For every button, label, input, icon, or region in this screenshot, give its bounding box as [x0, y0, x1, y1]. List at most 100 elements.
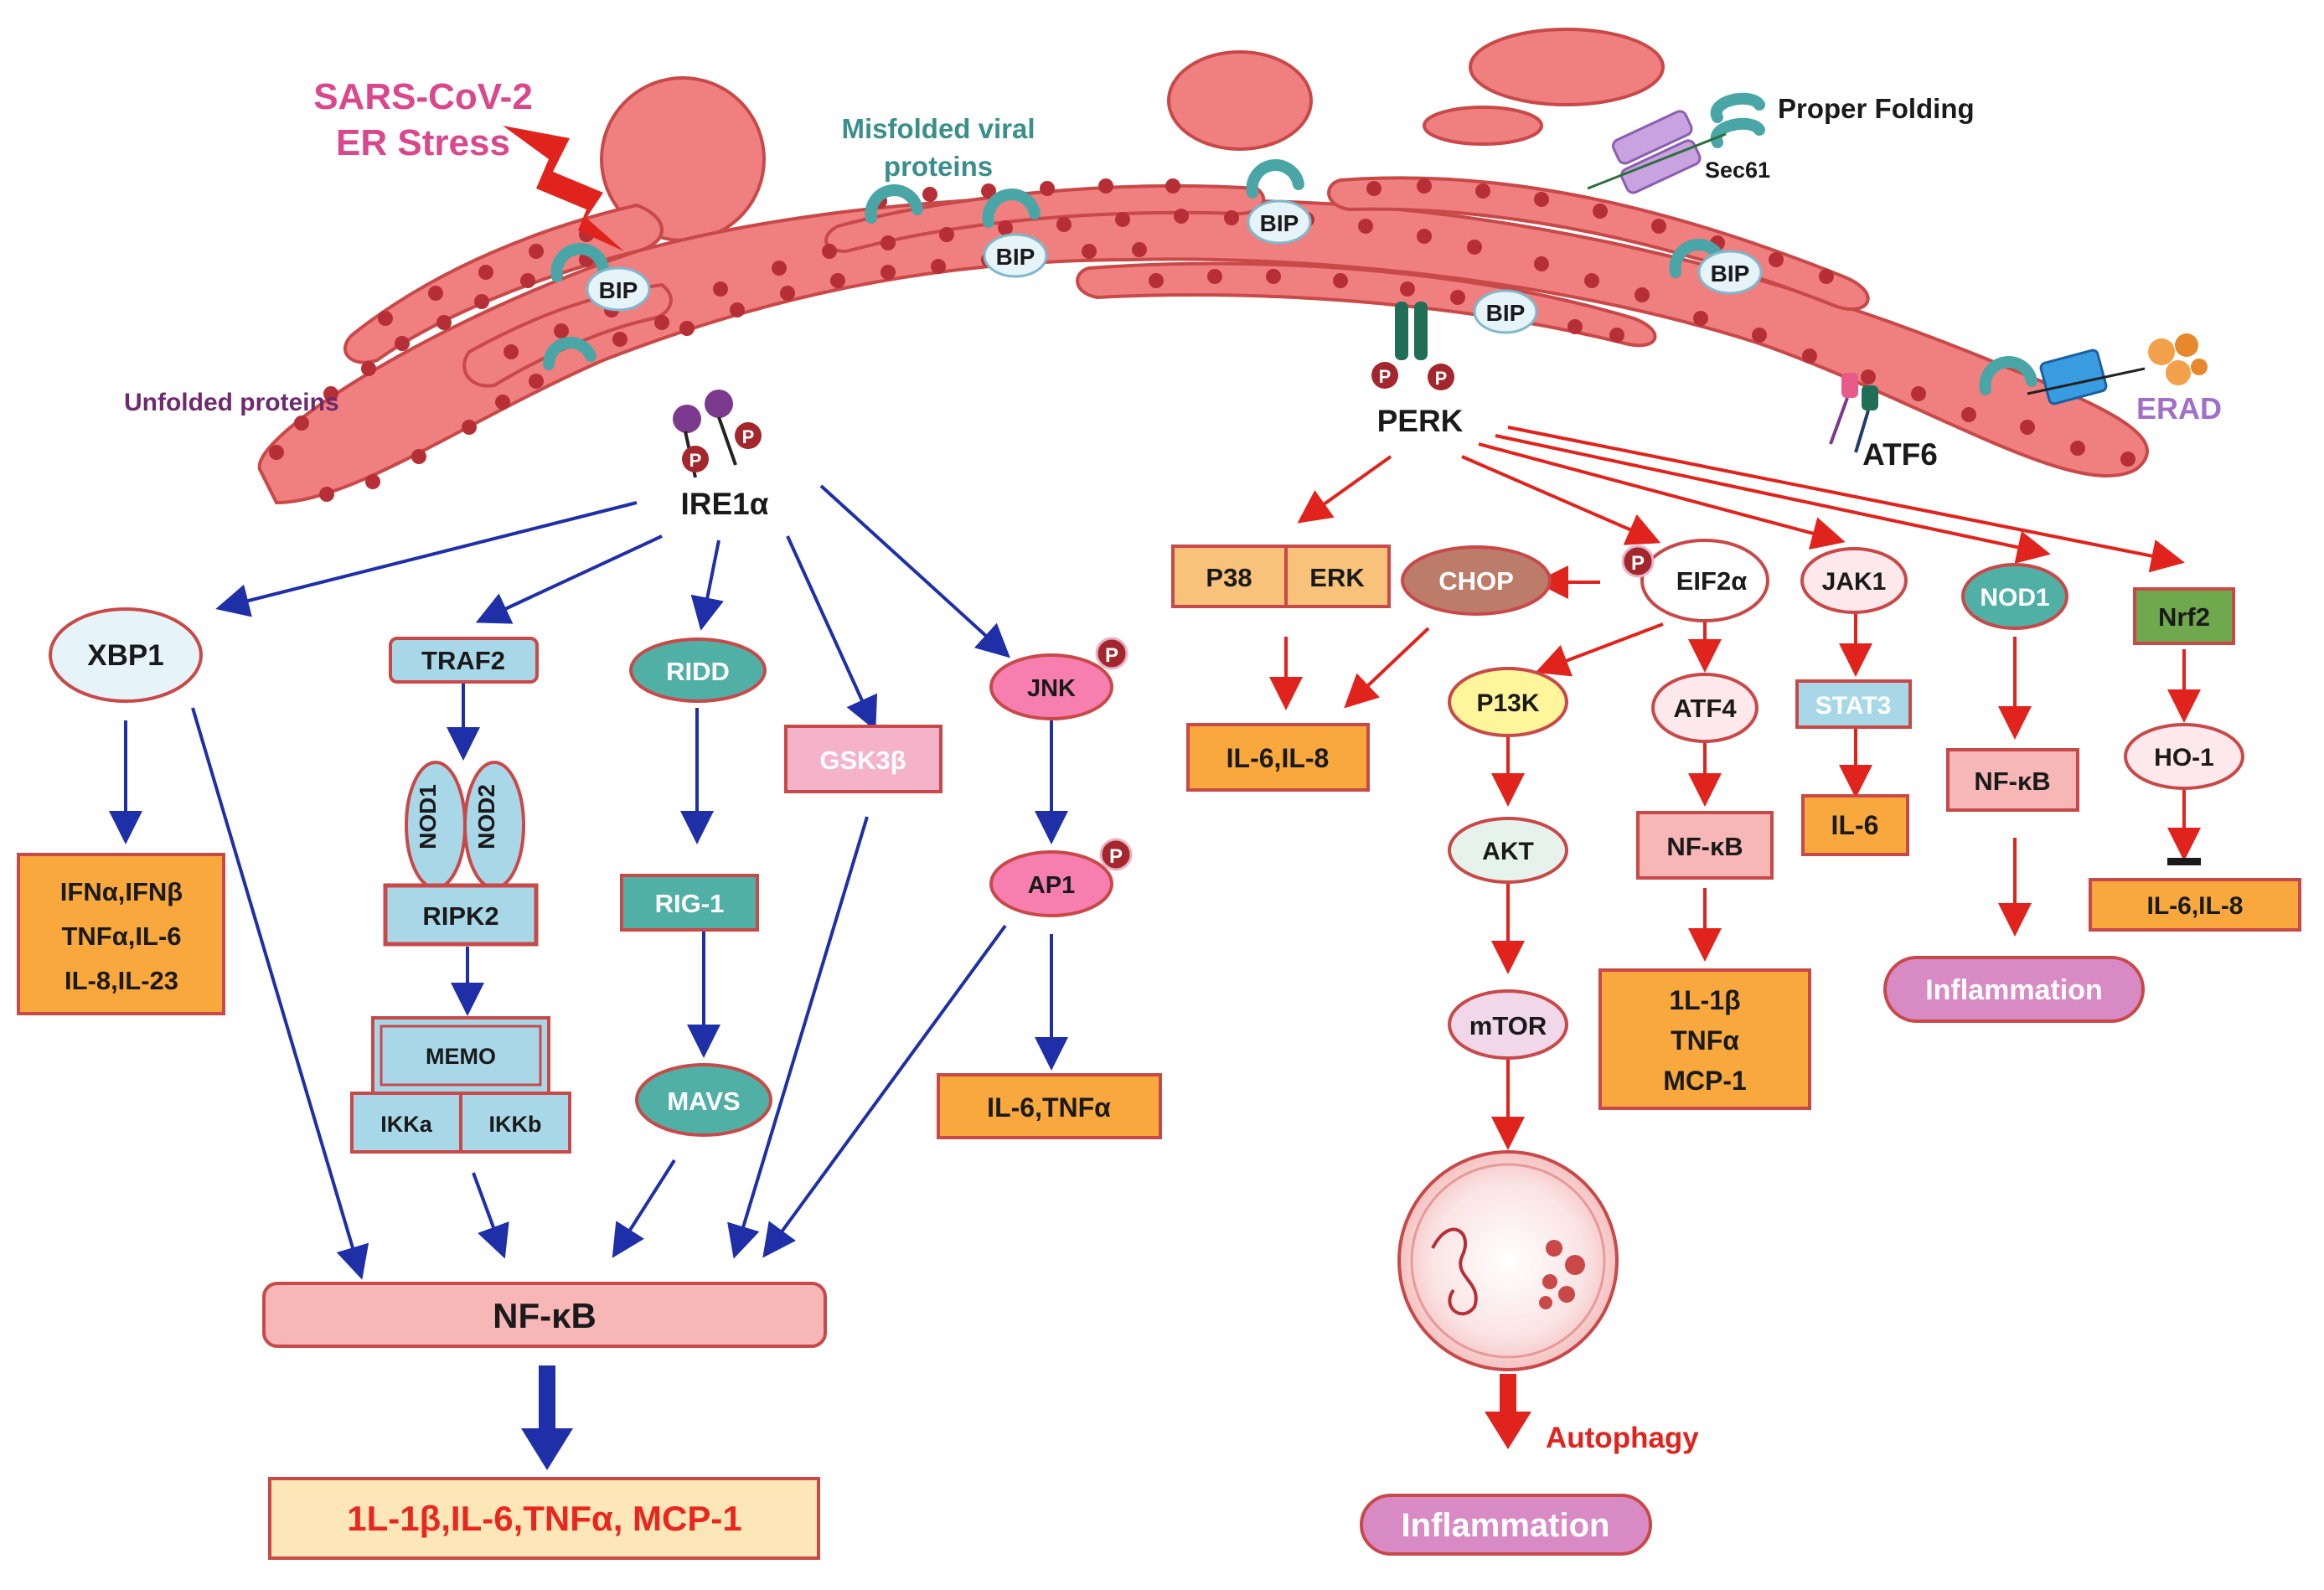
phospho-label: P [1105, 644, 1118, 667]
ribosome-dot [411, 449, 426, 464]
ribosome-dot [1450, 290, 1465, 305]
mavs-label: MAVS [667, 1087, 740, 1116]
xbp1-node: XBP1 [49, 607, 203, 703]
cytokine-line: TNFα [1671, 1025, 1739, 1056]
gsk3b-label: GSK3β [819, 746, 906, 775]
akt-node: AKT [1448, 817, 1568, 884]
ribosome-dot [780, 286, 795, 301]
ribosome-dot [1861, 369, 1876, 385]
traf2-node: TRAF2 [389, 637, 539, 684]
ribosome-dot [1333, 273, 1348, 288]
ribosome-dot [654, 315, 669, 330]
nod2-label: NOD2 [473, 784, 499, 849]
ribosome-dot [612, 332, 627, 347]
er-vesicle [1469, 28, 1665, 106]
bip-label: BIP [996, 244, 1035, 270]
p38-label: P38 [1206, 563, 1252, 592]
sec61-label: Sec61 [1705, 157, 1770, 183]
chop-node: CHOP [1401, 545, 1552, 616]
p13k-label: P13K [1476, 689, 1539, 717]
jnk-node: JNK P [989, 637, 1128, 720]
ribosome-dot [1098, 178, 1113, 194]
autophagosome-icon [1397, 1150, 1619, 1371]
ribosome-dot [1417, 229, 1432, 244]
misfolded-label-line1: Misfolded viral [841, 113, 1035, 144]
er-vesicle [1167, 50, 1313, 151]
er-cisterna [1076, 261, 1657, 348]
ribosome-dot [478, 265, 493, 280]
inflammation-bottom-pill: Inflammation [1360, 1494, 1652, 1556]
eif2a-node: EIF2α P [1621, 539, 1769, 622]
ribosome-dot [2020, 420, 2035, 435]
bip-label: BIP [599, 277, 638, 303]
ribosome-dot [474, 294, 489, 309]
ribosome-dot [931, 259, 946, 274]
ribosome-dot [1961, 407, 1976, 422]
ribosome-dot [1769, 252, 1784, 267]
cytokine-line: IFNα,IFNβ [60, 877, 183, 906]
autophagy-arrow [1485, 1374, 1531, 1449]
ribosome-dot [1534, 256, 1549, 271]
erad-label: ERAD [2136, 391, 2222, 426]
ire1-arrows [109, 484, 1068, 1280]
bip-bubble: BIP [1247, 199, 1312, 245]
ribosome-dot [294, 416, 309, 431]
title-line1: SARS-CoV-2 [313, 76, 533, 117]
ribosome-dot [1911, 386, 1926, 401]
nfkb-output-arrow [521, 1365, 573, 1470]
ribosome-dot [713, 281, 728, 297]
nod1-nfkb-label: NF-κB [1974, 767, 2050, 796]
ribosome-dot [1224, 210, 1239, 225]
ribosome-dot [881, 265, 896, 280]
ribosome-dot [462, 420, 477, 435]
mtor-node: mTOR [1448, 989, 1568, 1060]
bip-bubble: BIP [1697, 250, 1763, 295]
ribosome-dot [520, 273, 535, 288]
ribosome-dot [1467, 240, 1482, 255]
ribosome-dot [1358, 219, 1373, 234]
nod-complex: NOD1 NOD2 [405, 761, 525, 890]
ribosome-dot [1693, 311, 1708, 326]
rig1-node: RIG-1 [620, 874, 759, 932]
ridd-label: RIDD [666, 657, 730, 686]
ribosome-dot [1567, 319, 1583, 334]
ribosome-dot [1819, 269, 1834, 284]
perk-receptor-icon: P P [1371, 302, 1454, 390]
ribosome-dot [1165, 178, 1180, 194]
bip-label: BIP [1260, 210, 1299, 236]
perk-arrows [1269, 426, 2201, 1150]
nrf2-label: Nrf2 [2158, 602, 2210, 632]
nfkb-cytokines: 1L-1β,IL-6,TNFα, MCP-1 [347, 1499, 741, 1538]
bip-bubble: BIP [586, 266, 651, 312]
nod1-label: NOD1 [415, 784, 441, 849]
proper-folding-label: Proper Folding [1778, 93, 1975, 124]
jnk-label: JNK [1027, 675, 1076, 702]
nfkb-main-node: NF-κB [262, 1282, 827, 1348]
ribosome-dot [939, 227, 954, 242]
ridd-node: RIDD [629, 638, 767, 703]
phospho-label: P [1379, 366, 1392, 387]
ho1-node: HO-1 [2124, 723, 2244, 790]
ribosome-dot [998, 220, 1013, 235]
ribosome-dot [365, 474, 380, 489]
ribosome-dot [1082, 244, 1097, 259]
phospho-label: P [1435, 368, 1448, 389]
ribosome-dot [428, 286, 443, 301]
p13k-node: P13K [1448, 667, 1568, 737]
ribosome-dot [1417, 178, 1432, 194]
ribosome-dot [554, 323, 569, 338]
ribosome-dot [881, 235, 896, 250]
lightning-bolt-icon [503, 126, 624, 251]
stat3-node: STAT3 [1795, 679, 1912, 729]
bip-label: BIP [1711, 261, 1750, 287]
il6-il8-box: IL-6,IL-8 [1186, 723, 1370, 792]
ripk2-node: RIPK2 [383, 883, 539, 947]
inflammation-right-pill: Inflammation [1883, 956, 2145, 1023]
nod1-node: NOD1 [1961, 563, 2068, 630]
bip-bubbles: BIP BIP BIP BIP BIP [586, 199, 1763, 334]
eif2a-label: EIF2α [1676, 566, 1748, 596]
phospho-label: P [742, 426, 755, 447]
ribosome-dot [1651, 219, 1666, 234]
ikk-complex: MEMO IKKa IKKb [350, 1016, 571, 1154]
